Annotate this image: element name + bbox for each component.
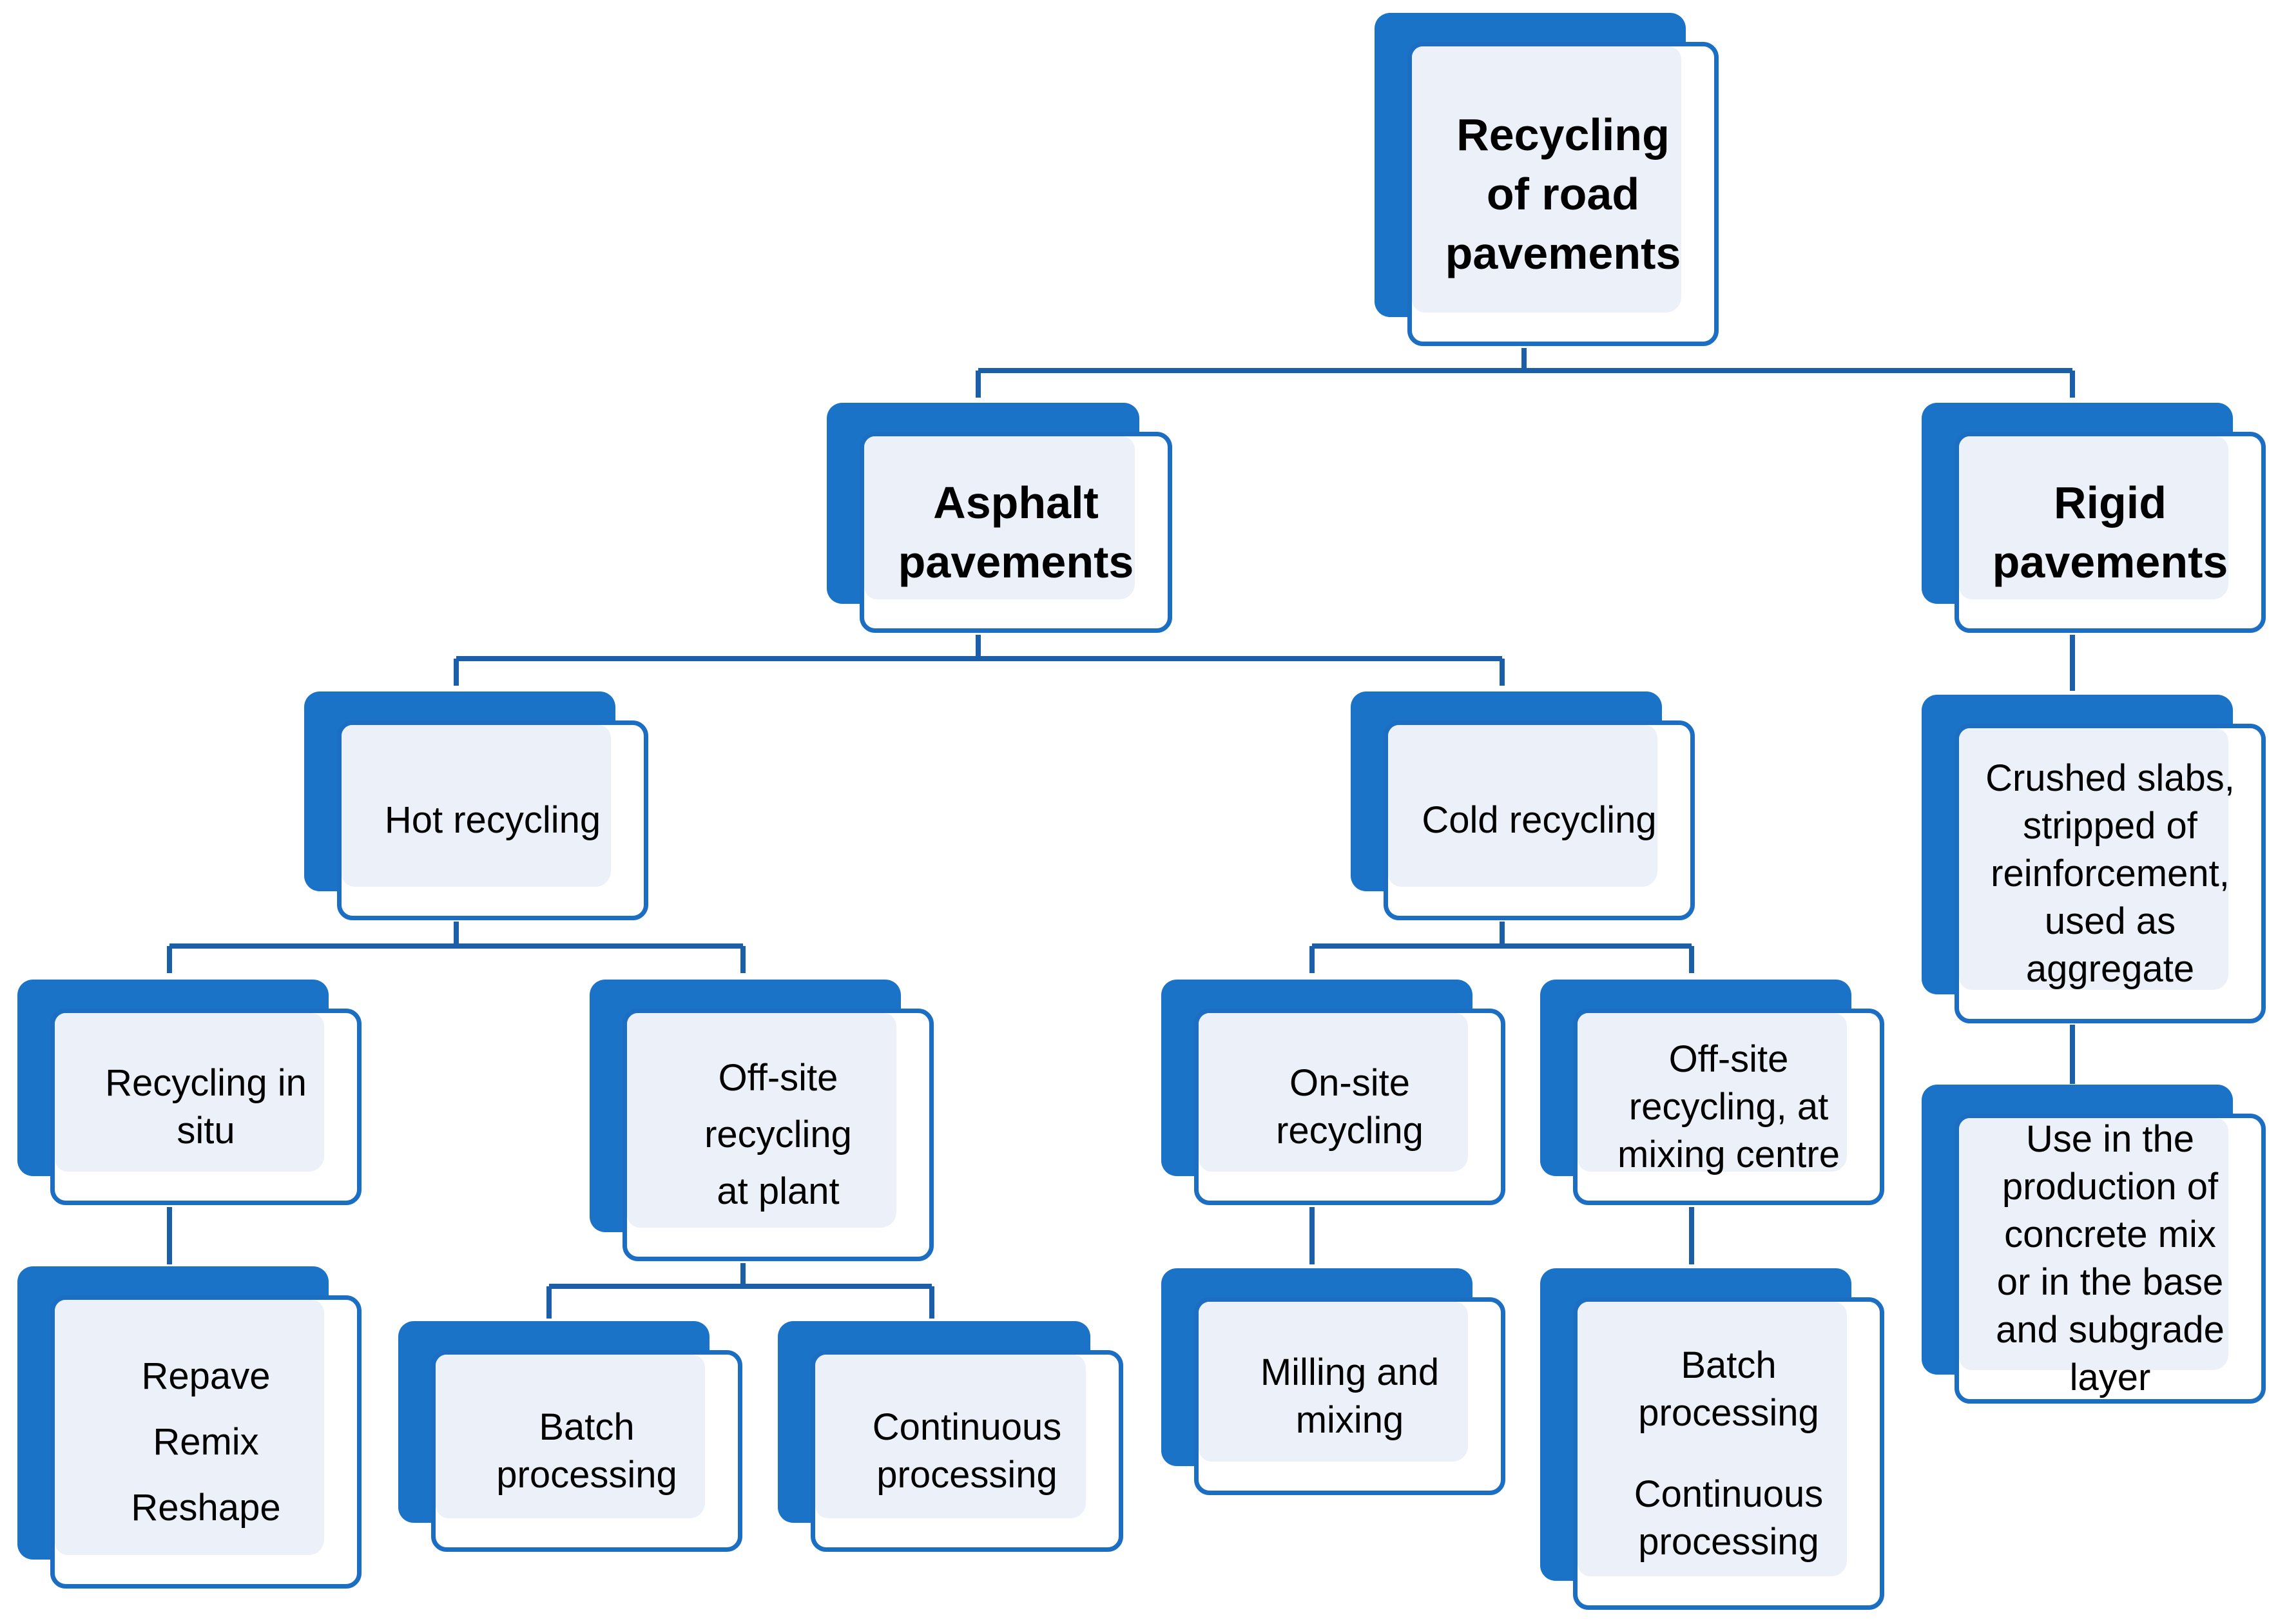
connector-asphalt bbox=[454, 635, 1505, 686]
connector-offplant bbox=[546, 1263, 934, 1319]
connector-cold bbox=[1309, 922, 1694, 973]
connector-root bbox=[976, 348, 2075, 398]
node-hot-recycling: Hot recycling bbox=[304, 691, 648, 920]
node-cold-recycling: Cold recycling bbox=[1351, 691, 1695, 920]
connector-hot bbox=[167, 922, 746, 973]
node-hot-recycling-label: Hot recycling bbox=[384, 799, 601, 841]
node-cold-recycling-label: Cold recycling bbox=[1422, 799, 1657, 841]
